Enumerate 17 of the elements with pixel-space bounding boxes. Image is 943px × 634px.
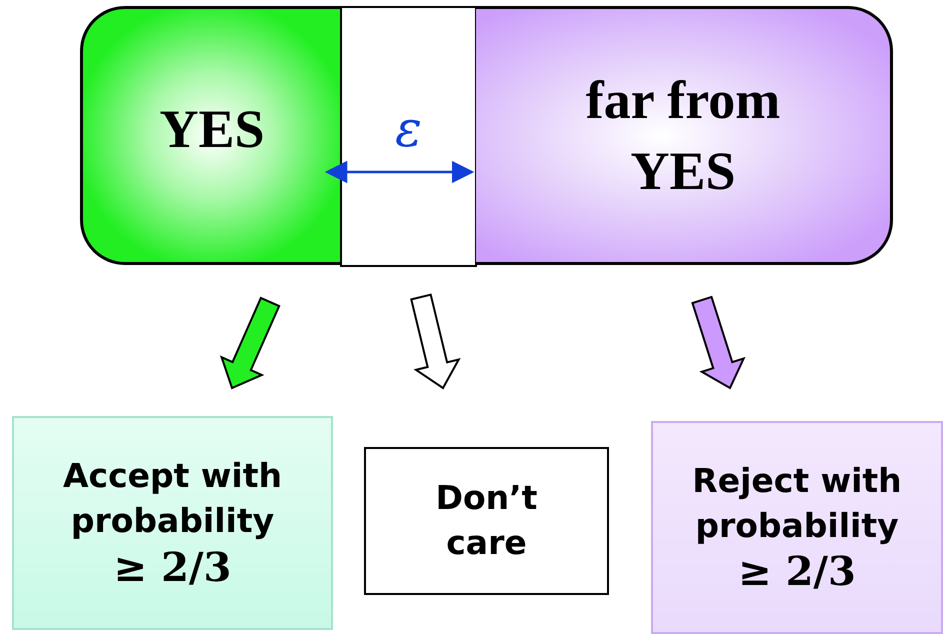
margin-region bbox=[340, 6, 477, 267]
region-label: YES bbox=[159, 98, 265, 162]
region-label: Reject with probability bbox=[691, 460, 903, 546]
block-arrow bbox=[220, 296, 280, 390]
block-arrow bbox=[691, 296, 746, 390]
outcome-box bbox=[12, 416, 333, 630]
region-label: far from YES bbox=[584, 69, 782, 202]
probability-bound: ≥ 2/3 bbox=[114, 544, 232, 592]
probability-bound: ≥ 2/3 bbox=[738, 548, 856, 596]
region-box bbox=[80, 6, 341, 265]
block-arrow bbox=[410, 293, 461, 390]
region-label: Don’t care bbox=[434, 477, 538, 564]
outcome-box bbox=[364, 447, 609, 595]
region-label: Accept with probability bbox=[62, 455, 283, 542]
region-box bbox=[476, 6, 893, 265]
outcome-box bbox=[651, 421, 943, 634]
epsilon-symbol: ε bbox=[395, 100, 422, 158]
